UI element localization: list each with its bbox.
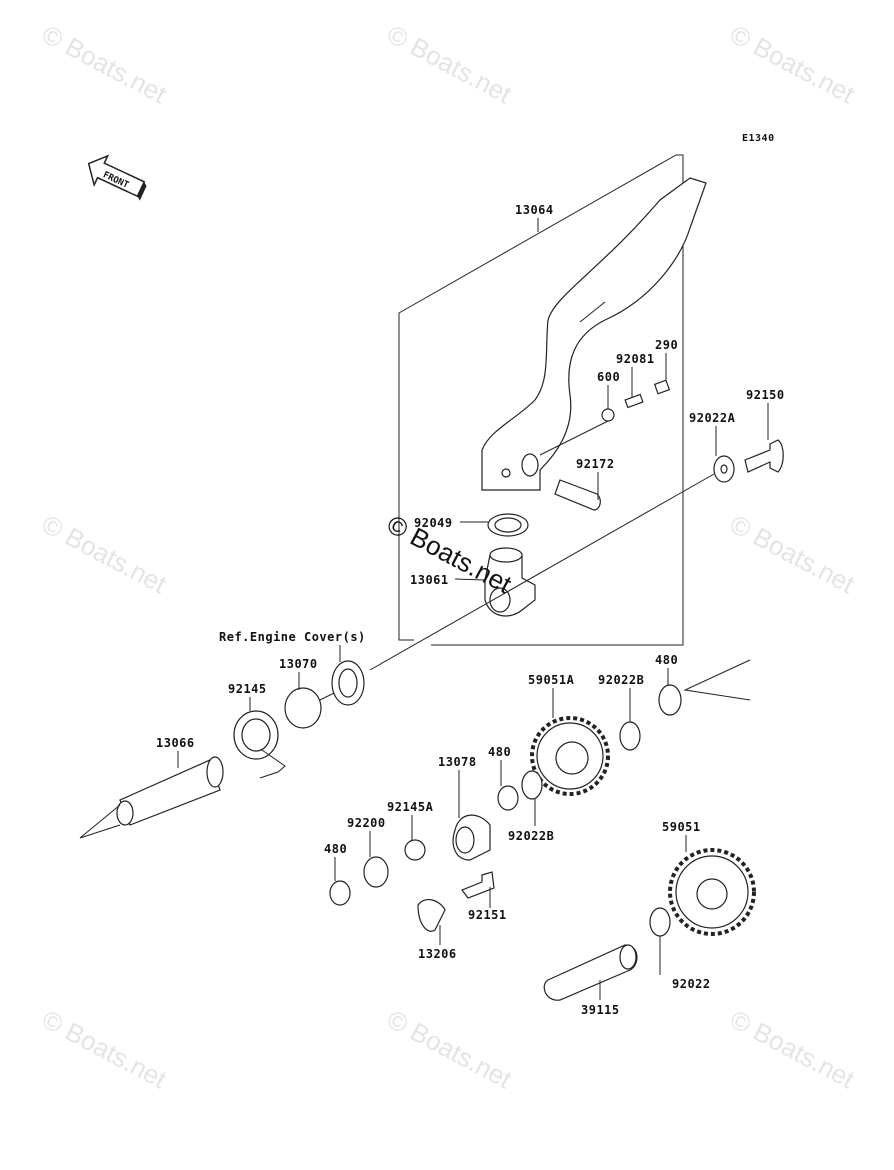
part-label[interactable]: 92172 <box>576 457 615 471</box>
watermark: © Boats.net <box>382 1004 517 1095</box>
bolt <box>461 871 495 899</box>
watermark: © Boats.net <box>37 1004 172 1095</box>
part-label[interactable]: 92081 <box>616 352 655 366</box>
part-label[interactable]: 59051 <box>662 820 701 834</box>
kick-gear <box>668 848 756 936</box>
part-label[interactable]: 59051A <box>528 673 575 687</box>
part-label[interactable]: 13061 <box>410 573 449 587</box>
part-label[interactable]: 13066 <box>156 736 195 750</box>
reference-note: Ref.Engine Cover(s) <box>219 630 366 644</box>
assembly-frame <box>398 154 684 646</box>
guide <box>417 898 446 932</box>
part-label[interactable]: 92049 <box>414 516 453 530</box>
bolt <box>744 439 784 473</box>
part-label[interactable]: 290 <box>655 338 678 352</box>
part-label[interactable]: 92022A <box>689 411 736 425</box>
circlip <box>329 880 351 906</box>
part-label[interactable]: 92022 <box>672 977 711 991</box>
spring <box>404 839 426 861</box>
watermark: © Boats.net <box>725 1004 860 1095</box>
steel-ball <box>601 408 615 422</box>
part-label[interactable]: 480 <box>324 842 347 856</box>
circlip <box>658 684 682 716</box>
part-label[interactable]: 92150 <box>746 388 785 402</box>
part-label[interactable]: 480 <box>655 653 678 667</box>
part-label[interactable]: 600 <box>597 370 620 384</box>
plug <box>653 379 671 395</box>
washer <box>619 721 641 751</box>
part-label[interactable]: 13078 <box>438 755 477 769</box>
washer <box>363 856 389 888</box>
watermark: © Boats.net <box>725 19 860 110</box>
watermark: © Boats.net <box>725 509 860 600</box>
part-label[interactable]: 92145 <box>228 682 267 696</box>
watermark: © Boats.net <box>382 19 517 110</box>
washer <box>521 770 543 800</box>
kick-gear-a <box>530 716 610 796</box>
kick-pedal <box>481 177 707 491</box>
washer <box>649 907 671 937</box>
part-label[interactable]: 13070 <box>279 657 318 671</box>
diagram-code: E1340 <box>742 133 775 144</box>
part-label[interactable]: 92145A <box>387 800 434 814</box>
watermark: © Boats.net <box>37 19 172 110</box>
part-label[interactable]: 480 <box>488 745 511 759</box>
part-label[interactable]: 92151 <box>468 908 507 922</box>
part-label[interactable]: 13064 <box>515 203 554 217</box>
part-labels: 13064 290 92081 600 92150 92022A 92172 9… <box>156 203 785 1017</box>
kick-shaft <box>119 759 221 826</box>
spring <box>624 393 644 409</box>
watermark: © Boats.net <box>37 509 172 600</box>
part-label[interactable]: 92022B <box>508 829 554 843</box>
front-arrow-icon: FRONT <box>87 154 147 201</box>
circlip <box>497 785 519 811</box>
part-label[interactable]: 92200 <box>347 816 386 830</box>
part-label[interactable]: 39115 <box>581 1003 620 1017</box>
bolt <box>554 479 601 511</box>
collar <box>284 687 322 729</box>
part-label[interactable]: 92022B <box>598 673 644 687</box>
part-label[interactable]: 13206 <box>418 947 457 961</box>
leader-lines <box>177 218 769 1000</box>
